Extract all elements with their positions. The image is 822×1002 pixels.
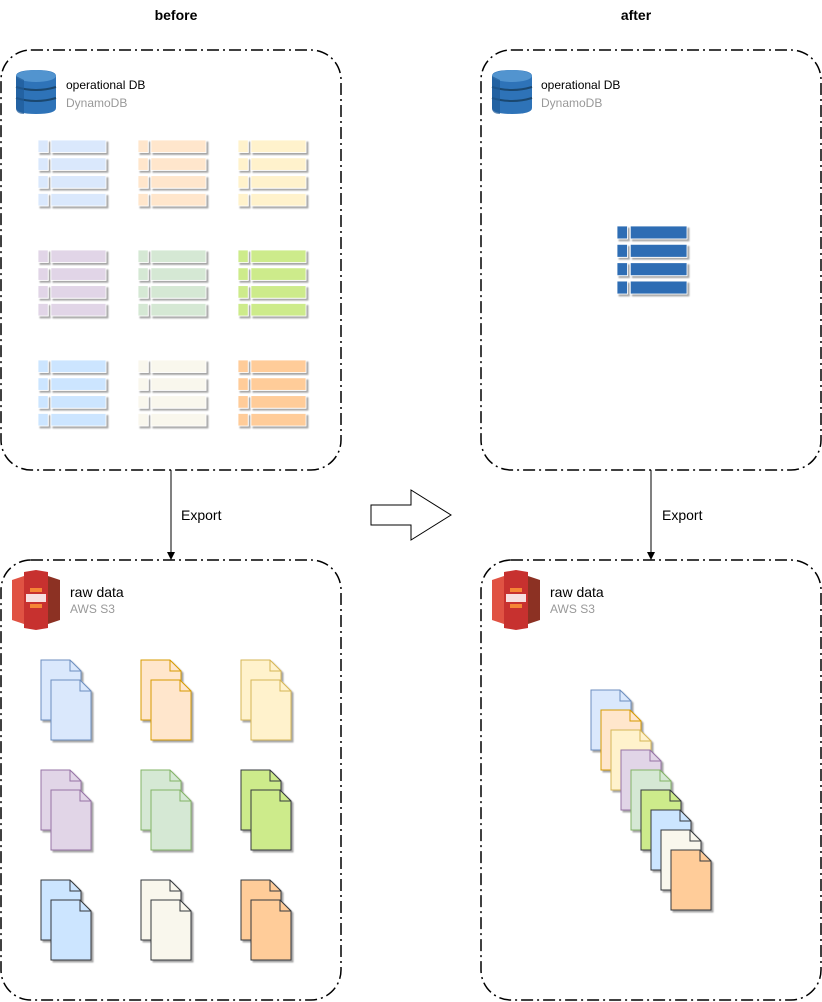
before-db-subtitle: DynamoDB [66,96,127,110]
table-icon [37,359,107,427]
before-file-grid [40,659,292,961]
after-db-subtitle: DynamoDB [541,96,602,110]
table-icon [137,139,207,207]
table-icon [137,249,207,317]
right-arrow-icon [370,489,452,541]
before-s3-subtitle: AWS S3 [70,602,115,616]
table-icon [137,359,207,427]
file-icon [140,879,192,961]
after-file-stack [590,689,712,911]
before-export-label: Export [181,507,222,523]
after-s3-subtitle: AWS S3 [550,602,595,616]
before-export-arrowhead [167,552,175,560]
dynamodb-icon [491,70,533,114]
after-s3-title: raw data [550,584,604,600]
after-export-label: Export [662,507,703,523]
aws-s3-icon [12,570,60,630]
before-table-grid [37,139,307,427]
file-icon [40,659,92,741]
after-db-title: operational DB [541,78,620,92]
table-icon [37,249,107,317]
table-icon [237,359,307,427]
dynamodb-icon [15,70,57,114]
file-icon [240,659,292,741]
table-icon [237,139,307,207]
file-icon [40,769,92,851]
heading-before: before [155,7,198,23]
aws-s3-icon [492,570,540,630]
after-db-container [480,49,822,471]
file-icon [40,879,92,961]
file-icon [240,769,292,851]
table-icon [237,249,307,317]
table-icon [37,139,107,207]
file-icon [140,659,192,741]
before-db-title: operational DB [66,78,145,92]
after-single-table [616,225,688,295]
heading-after: after [621,7,652,23]
before-s3-title: raw data [70,584,124,600]
after-export-arrowhead [647,552,655,560]
file-icon [240,879,292,961]
file-icon [140,769,192,851]
table-icon [616,225,688,295]
file-icon [670,849,712,911]
